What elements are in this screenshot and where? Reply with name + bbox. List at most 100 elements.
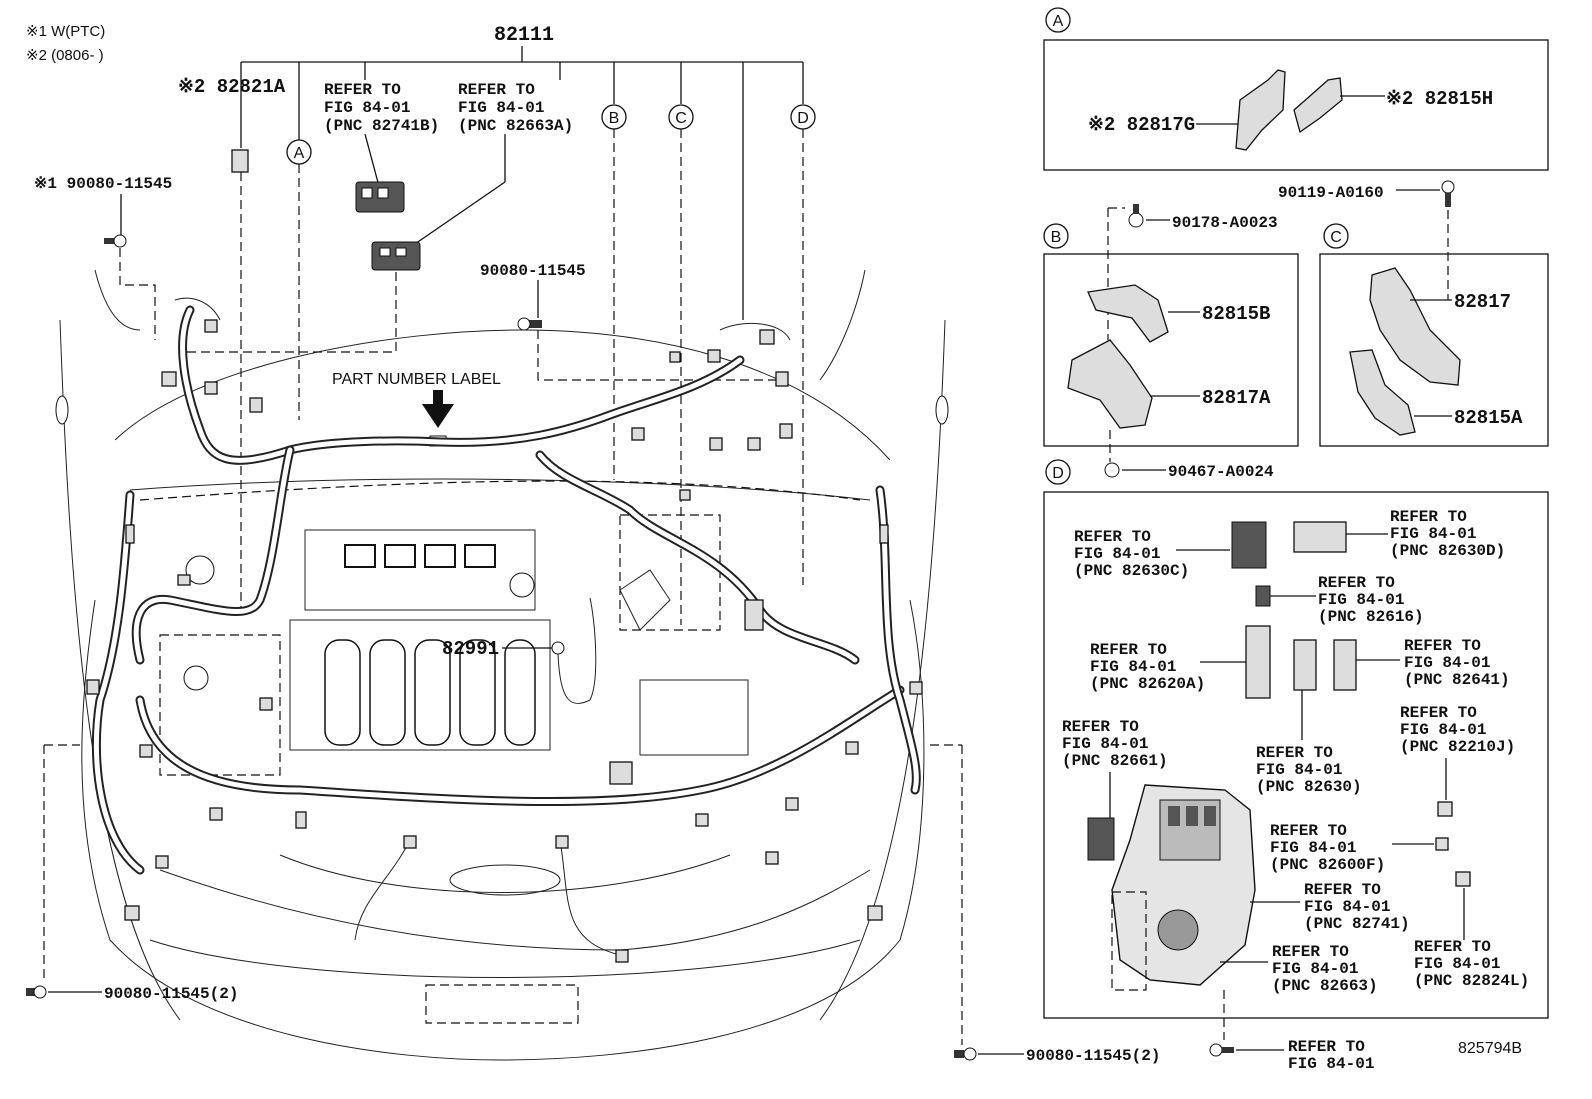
tag-a[interactable]: A xyxy=(1045,7,1071,33)
bolt-90080-11545-ptc-label[interactable]: ※1 90080-11545 xyxy=(34,175,172,193)
bolt-bottom-label[interactable]: 90080-11545(2) xyxy=(1026,1047,1160,1065)
fastener-90119-label[interactable]: 90119-A0160 xyxy=(1278,184,1384,202)
ref-82620a[interactable]: REFER TO FIG 84-01 (PNC 82620A) xyxy=(1090,641,1205,693)
harness-pnc-label[interactable]: 82111 xyxy=(494,24,554,47)
bracket-82817a xyxy=(1067,339,1153,429)
ref-82824l[interactable]: REFER TO FIG 84-01 (PNC 82824L) xyxy=(1414,938,1529,990)
svg-text:REFER TO: REFER TO xyxy=(1256,744,1333,762)
svg-text:(PNC 82616): (PNC 82616) xyxy=(1318,608,1424,626)
svg-text:REFER TO: REFER TO xyxy=(1404,637,1481,655)
harness-leader-bracket xyxy=(240,46,804,320)
ref-82741b[interactable]: REFER TO FIG 84-01 (PNC 82741B) xyxy=(324,81,439,135)
bolt-icon-center xyxy=(517,317,542,331)
connector-group xyxy=(86,319,923,963)
bolt-left-label[interactable]: 90080-11545(2) xyxy=(104,985,238,1003)
svg-text:(PNC 82661): (PNC 82661) xyxy=(1062,752,1168,770)
ref-82661[interactable]: REFER TO FIG 84-01 (PNC 82661) xyxy=(1062,718,1168,770)
fuse-82600f xyxy=(1435,837,1449,851)
part-82821a-label[interactable]: ※2 82821A xyxy=(178,76,286,98)
svg-text:(PNC 82600F): (PNC 82600F) xyxy=(1270,856,1385,874)
svg-text:REFER TO: REFER TO xyxy=(1318,574,1395,592)
svg-text:REFER TO: REFER TO xyxy=(458,81,535,99)
ref-82641[interactable]: REFER TO FIG 84-01 (PNC 82641) xyxy=(1404,637,1510,689)
svg-text:(PNC 82210J): (PNC 82210J) xyxy=(1400,738,1515,756)
svg-text:(PNC 82824L): (PNC 82824L) xyxy=(1414,972,1529,990)
fastener-90178-label[interactable]: 90178-A0023 xyxy=(1172,214,1278,232)
svg-text:FIG 84-01: FIG 84-01 xyxy=(1390,525,1476,543)
ref-82663[interactable]: REFER TO FIG 84-01 (PNC 82663) xyxy=(1272,943,1378,995)
relay-82630c xyxy=(1231,521,1267,569)
note-1: ※1 W(PTC) xyxy=(26,23,105,40)
svg-text:REFER TO: REFER TO xyxy=(1272,943,1349,961)
svg-text:FIG 84-01: FIG 84-01 xyxy=(458,99,544,117)
svg-text:C: C xyxy=(675,110,687,127)
relay-82620a xyxy=(1245,625,1271,699)
relay-82630d xyxy=(1293,521,1347,553)
svg-text:(PNC 82630C): (PNC 82630C) xyxy=(1074,562,1189,580)
part-82815h-label[interactable]: ※2 82815H xyxy=(1386,88,1493,110)
ref-82741[interactable]: REFER TO FIG 84-01 (PNC 82741) xyxy=(1304,881,1410,933)
vehicle-body-outline xyxy=(55,269,949,1061)
svg-text:FIG 84-01: FIG 84-01 xyxy=(1414,955,1500,973)
svg-text:(PNC 82630): (PNC 82630) xyxy=(1256,778,1362,796)
svg-text:(PNC 82741): (PNC 82741) xyxy=(1304,915,1410,933)
svg-text:FIG 84-01: FIG 84-01 xyxy=(1256,761,1342,779)
relay-block-82741b xyxy=(355,181,405,213)
svg-text:REFER TO: REFER TO xyxy=(1270,822,1347,840)
fuse-82616 xyxy=(1255,585,1271,607)
svg-text:REFER TO: REFER TO xyxy=(1304,881,1381,899)
svg-text:C: C xyxy=(1330,229,1342,246)
part-82817a-label[interactable]: 82817A xyxy=(1202,387,1271,409)
connector-82821a xyxy=(231,149,249,173)
tag-c[interactable]: C xyxy=(1323,223,1349,249)
svg-text:FIG 84-01: FIG 84-01 xyxy=(1074,545,1160,563)
grommet-82991 xyxy=(551,641,565,655)
bracket-82817 xyxy=(1369,267,1461,386)
part-82815b-label[interactable]: 82815B xyxy=(1202,303,1270,325)
ref-82630d[interactable]: REFER TO FIG 84-01 (PNC 82630D) xyxy=(1390,508,1505,560)
note-2: ※2 (0806- ) xyxy=(26,47,104,64)
part-82815a-label[interactable]: 82815A xyxy=(1454,407,1523,429)
bolt-90080-11545-label[interactable]: 90080-11545 xyxy=(480,262,586,280)
part-82817-label[interactable]: 82817 xyxy=(1454,291,1511,313)
part-number-label-text: PART NUMBER LABEL xyxy=(332,371,501,388)
ref-82210j[interactable]: REFER TO FIG 84-01 (PNC 82210J) xyxy=(1400,704,1515,756)
svg-text:B: B xyxy=(1051,229,1062,246)
svg-text:(PNC 82741B): (PNC 82741B) xyxy=(324,117,439,135)
relay-82210j xyxy=(1437,801,1453,817)
part-82991-label[interactable]: 82991 xyxy=(442,638,499,660)
callout-b[interactable]: B xyxy=(601,104,627,130)
ref-82630c[interactable]: REFER TO FIG 84-01 (PNC 82630C) xyxy=(1074,528,1189,580)
fastener-90467-label[interactable]: 90467-A0024 xyxy=(1168,463,1274,481)
ref-82616[interactable]: REFER TO FIG 84-01 (PNC 82616) xyxy=(1318,574,1424,626)
svg-text:FIG 84-01: FIG 84-01 xyxy=(1318,591,1404,609)
bolt-icon xyxy=(104,234,127,248)
svg-text:B: B xyxy=(609,110,620,127)
svg-text:REFER TO: REFER TO xyxy=(1288,1038,1365,1056)
callout-a[interactable]: A xyxy=(286,139,312,165)
module-82661 xyxy=(1087,817,1115,861)
relay-82630 xyxy=(1293,639,1317,691)
part-82817g-label[interactable]: ※2 82817G xyxy=(1088,114,1195,136)
cover-82815b xyxy=(1087,284,1169,343)
relay-82824l xyxy=(1455,871,1471,887)
callout-d[interactable]: D xyxy=(790,104,816,130)
svg-text:FIG 84-01: FIG 84-01 xyxy=(1288,1055,1374,1073)
callout-c[interactable]: C xyxy=(668,104,694,130)
ref-bottom[interactable]: REFER TO FIG 84-01 xyxy=(1288,1038,1374,1073)
tag-d[interactable]: D xyxy=(1045,459,1071,485)
clip-icon-90467 xyxy=(1104,462,1120,478)
ref-82600f[interactable]: REFER TO FIG 84-01 (PNC 82600F) xyxy=(1270,822,1385,874)
tag-b[interactable]: B xyxy=(1043,223,1069,249)
svg-text:A: A xyxy=(1053,13,1064,30)
bolt-icon-d xyxy=(1209,1043,1234,1057)
svg-text:REFER TO: REFER TO xyxy=(1062,718,1139,736)
ref-82663a[interactable]: REFER TO FIG 84-01 (PNC 82663A) xyxy=(458,81,573,135)
svg-text:FIG 84-01: FIG 84-01 xyxy=(1404,654,1490,672)
svg-text:(PNC 82641): (PNC 82641) xyxy=(1404,671,1510,689)
panel-a-frame xyxy=(1043,39,1549,171)
ref-82630[interactable]: REFER TO FIG 84-01 (PNC 82630) xyxy=(1256,744,1362,796)
svg-text:REFER TO: REFER TO xyxy=(1390,508,1467,526)
svg-text:REFER TO: REFER TO xyxy=(324,81,401,99)
